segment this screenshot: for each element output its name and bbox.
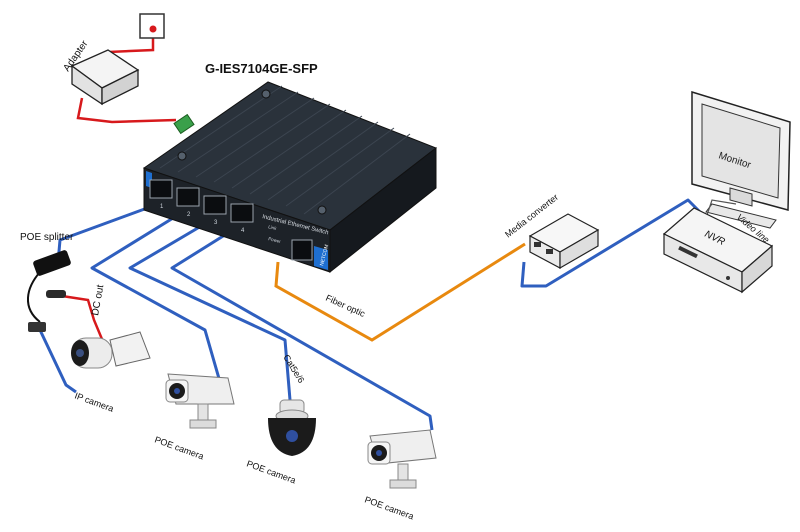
poe-camera-3 bbox=[367, 429, 437, 489]
nvr bbox=[662, 207, 774, 294]
ethernet-switch: 1 2 3 4 Industrial Ethernet Switch Link … bbox=[142, 81, 438, 274]
port-number-3: 3 bbox=[214, 220, 218, 226]
cable-splitter-to-ip-camera bbox=[38, 329, 77, 394]
monitor bbox=[691, 90, 791, 229]
cable-poe-camera-2 bbox=[128, 220, 292, 401]
port-number-4: 4 bbox=[241, 228, 245, 234]
power-outlet bbox=[139, 13, 165, 39]
led-label-power: Power bbox=[268, 236, 282, 244]
led-label-link: Link bbox=[268, 224, 278, 231]
adapter-cable bbox=[76, 97, 177, 124]
rj45-ports bbox=[149, 179, 254, 223]
cable-nvr bbox=[520, 198, 708, 288]
video-line bbox=[705, 199, 737, 219]
poe-camera-1 bbox=[165, 373, 235, 429]
dc-out-cable bbox=[61, 294, 106, 345]
poe-camera-2-label: POE camera bbox=[245, 458, 297, 485]
fiber-cable bbox=[274, 242, 526, 342]
cat5e-6-label: Cat5e/6 bbox=[281, 353, 306, 385]
port-number-1: 1 bbox=[160, 204, 164, 210]
poe-splitter-label: POE splitter bbox=[20, 232, 74, 243]
media-converter bbox=[528, 213, 600, 270]
power-adapter bbox=[70, 49, 140, 106]
poe-camera-2 bbox=[268, 399, 316, 456]
ethernet-cables bbox=[38, 198, 708, 431]
poe-splitter bbox=[26, 250, 71, 332]
cable-poe-camera-3 bbox=[170, 226, 434, 431]
poe-camera-1-label: POE camera bbox=[153, 434, 205, 461]
device-model-title: G-IES7104GE-SFP bbox=[205, 61, 318, 76]
switch-brand: NETCOM bbox=[319, 244, 330, 266]
dc-out-label: DC out bbox=[90, 284, 106, 317]
poe-camera-3-label: POE camera bbox=[363, 494, 415, 521]
port-number-2: 2 bbox=[187, 212, 191, 218]
sfp-port bbox=[291, 239, 313, 261]
ip-camera bbox=[71, 331, 151, 369]
cable-poe-camera-1 bbox=[90, 213, 222, 383]
ip-camera-label: IP camera bbox=[73, 390, 115, 413]
